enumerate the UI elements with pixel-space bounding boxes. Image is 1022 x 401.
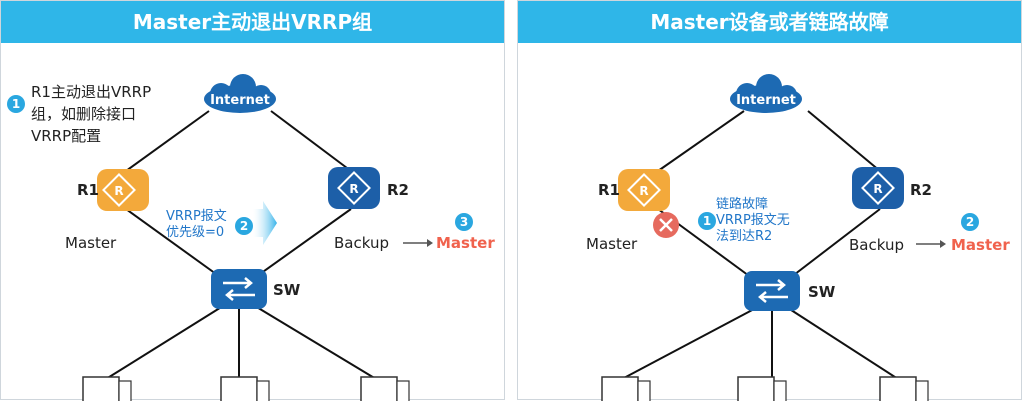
failure-x-icon <box>653 212 679 238</box>
r1-label: R1 <box>77 181 99 199</box>
r1-role: Master <box>586 235 638 253</box>
step1-description: 链路故障 VRRP报文无 法到达R2 <box>716 197 790 244</box>
r2-label: R2 <box>387 181 409 199</box>
step-badge: 1 <box>7 95 25 113</box>
step-badge: 3 <box>455 213 473 231</box>
r2-new-role: Master <box>436 234 495 252</box>
r2-role: Backup <box>334 234 389 252</box>
arrow-icon <box>403 239 433 247</box>
router-icon: R <box>328 167 380 209</box>
svg-text:R: R <box>349 182 358 196</box>
left-links <box>105 110 377 380</box>
router-icon: R <box>852 167 904 209</box>
internet-label: Internet <box>736 93 796 108</box>
cloud-icon: Internet <box>204 74 276 113</box>
pc-icon <box>82 376 132 401</box>
step-badge: 2 <box>235 217 253 235</box>
switch-icon <box>211 269 267 309</box>
step-badge: 1 <box>698 212 716 230</box>
sw-label: SW <box>808 283 836 301</box>
router-icon: R <box>97 169 149 211</box>
cloud-icon: Internet <box>730 74 802 113</box>
left-panel: Master主动退出VRRP组 Internet <box>0 0 505 401</box>
step2-description: VRRP报文 优先级=0 <box>166 209 227 240</box>
svg-text:R: R <box>114 184 123 198</box>
pc-icon <box>737 376 787 401</box>
r2-role: Backup <box>849 236 904 254</box>
arrow-icon <box>253 201 277 245</box>
pc-icon <box>220 376 270 401</box>
internet-label: Internet <box>210 93 270 108</box>
sw-label: SW <box>273 281 301 299</box>
pc-icon <box>601 376 651 401</box>
right-topology: Internet R R <box>601 74 946 401</box>
router-icon: R <box>618 169 670 211</box>
pc-icon <box>360 376 410 401</box>
r2-label: R2 <box>910 181 932 199</box>
r1-role: Master <box>65 234 117 252</box>
svg-text:R: R <box>639 184 648 198</box>
right-panel-title: Master设备或者链路故障 <box>518 1 1021 43</box>
step1-description: R1主动退出VRRP 组，如删除接口 VRRP配置 <box>31 83 152 145</box>
arrow-icon <box>916 240 946 248</box>
pc-icon <box>879 376 929 401</box>
step-badge: 2 <box>961 213 979 231</box>
r2-new-role: Master <box>951 236 1010 254</box>
switch-icon <box>744 271 800 311</box>
left-panel-title: Master主动退出VRRP组 <box>1 1 504 43</box>
left-topology: Internet R R <box>82 74 433 401</box>
svg-text:R: R <box>873 182 882 196</box>
r1-label: R1 <box>598 181 620 199</box>
right-panel: Master设备或者链路故障 Internet R <box>517 0 1022 401</box>
